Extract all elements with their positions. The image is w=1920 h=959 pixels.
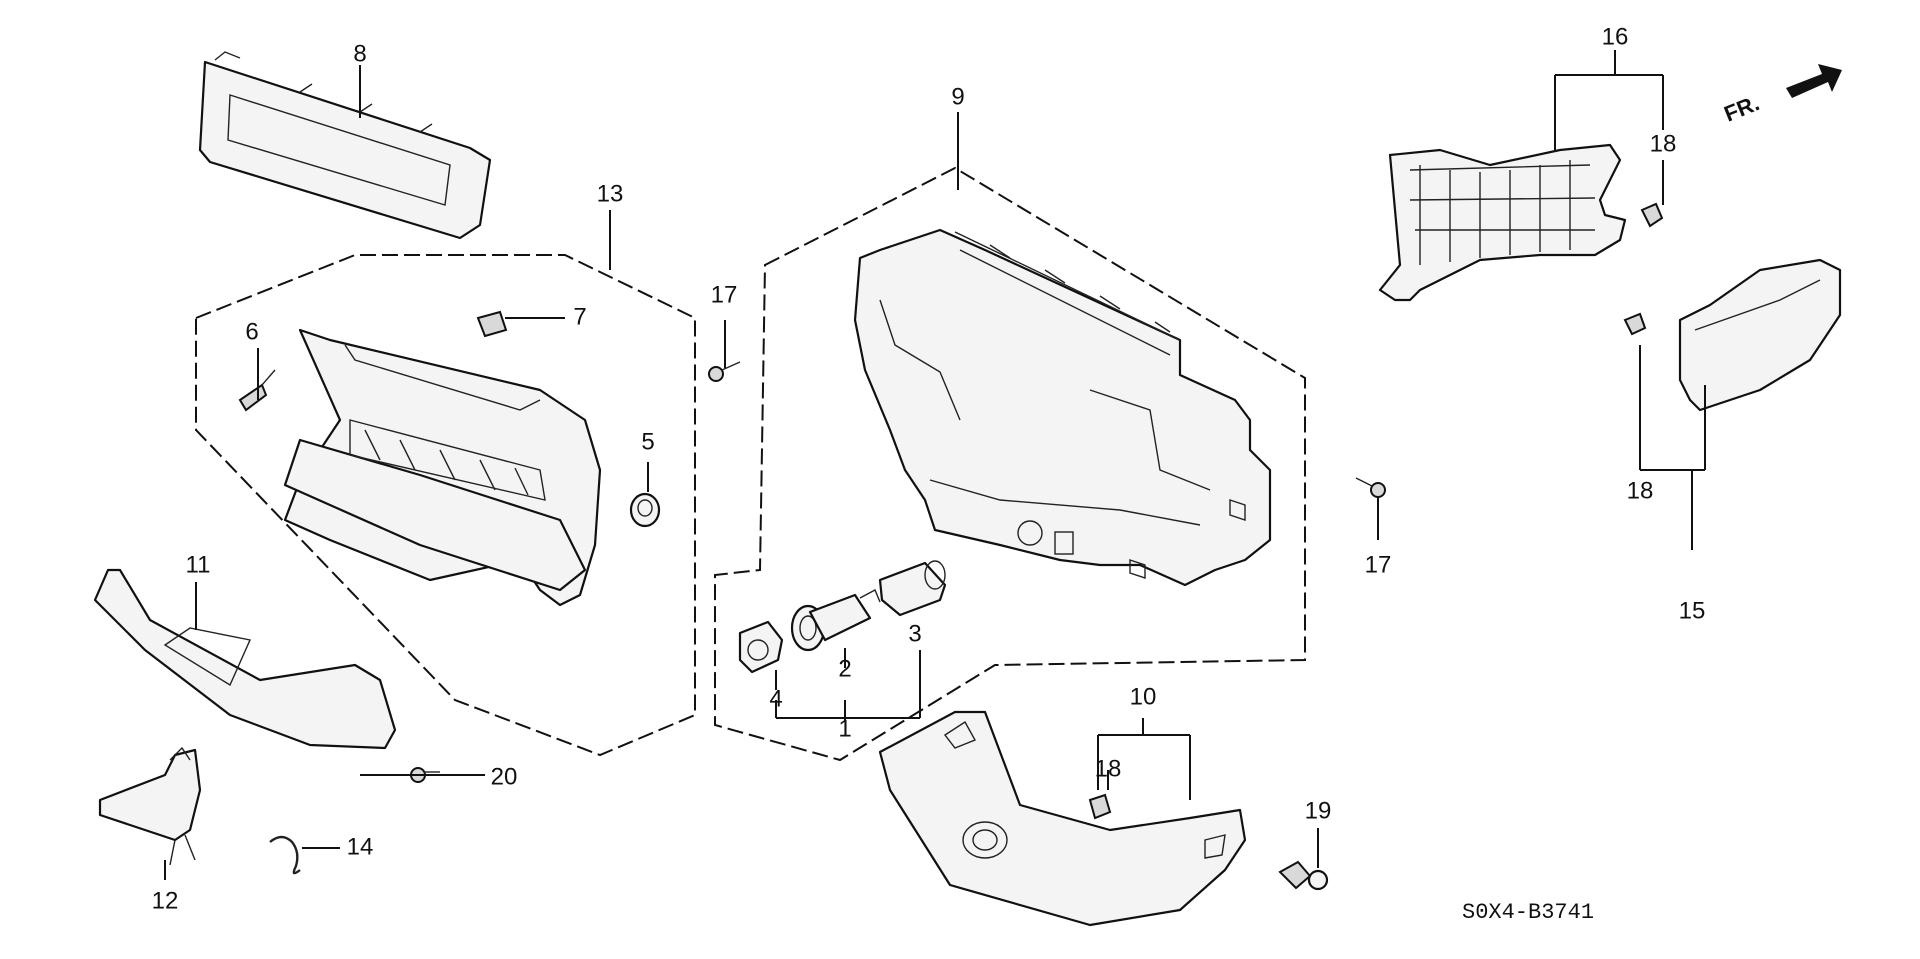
group-9-boundary xyxy=(714,166,1306,762)
callout-6: 6 xyxy=(245,318,258,345)
part-7-clip xyxy=(476,310,508,338)
callout-17a: 17 xyxy=(711,281,738,308)
callout-labels: 8 13 9 7 6 5 17 17 11 12 20 14 4 2 3 1 1… xyxy=(152,23,1706,914)
front-label: FR. xyxy=(1721,90,1763,126)
part-19-grommet xyxy=(1278,860,1329,891)
callout-1: 1 xyxy=(838,715,851,742)
part-14-spring xyxy=(269,835,301,875)
callout-13: 13 xyxy=(597,180,624,207)
part-4-lighter-knob xyxy=(738,620,784,674)
part-18a-clip xyxy=(1640,202,1664,228)
callout-20: 20 xyxy=(491,763,518,790)
group-13-boundary xyxy=(195,254,696,757)
callout-7: 7 xyxy=(573,303,586,330)
part-6-screw xyxy=(238,369,276,412)
part-2-socket-body xyxy=(808,589,881,642)
callout-8: 8 xyxy=(353,40,366,67)
callout-14: 14 xyxy=(347,833,374,860)
callout-19: 19 xyxy=(1305,797,1332,824)
part-10-lower-panel xyxy=(878,710,1247,927)
drawing-code: S0X4-B3741 xyxy=(1462,900,1594,925)
callout-3: 3 xyxy=(908,620,921,647)
part-8-bezel xyxy=(198,51,492,240)
callout-18c: 18 xyxy=(1095,755,1122,782)
part-5-nut xyxy=(629,492,661,528)
part-12-latch xyxy=(98,746,202,866)
callout-2: 2 xyxy=(838,655,851,682)
part-17b-screw xyxy=(1355,477,1386,498)
callout-18a: 18 xyxy=(1650,130,1677,157)
callout-11: 11 xyxy=(186,551,211,578)
part-3-housing xyxy=(878,560,947,617)
callout-16: 16 xyxy=(1602,23,1629,50)
callout-12: 12 xyxy=(152,887,179,914)
part-17a-screw xyxy=(708,361,741,382)
callout-9: 9 xyxy=(951,83,964,110)
part-15-end-panel xyxy=(1678,258,1842,412)
part-11-tray xyxy=(93,568,397,750)
callout-15: 15 xyxy=(1679,597,1706,624)
front-direction-indicator: FR. xyxy=(1721,64,1842,127)
part-18b-clip xyxy=(1623,312,1647,336)
part-18c-clip xyxy=(1088,793,1112,820)
leader-lines xyxy=(164,50,1706,880)
callout-17b: 17 xyxy=(1365,551,1392,578)
front-arrow-icon xyxy=(1786,64,1842,98)
callout-10: 10 xyxy=(1130,683,1157,710)
callout-18b: 18 xyxy=(1627,477,1654,504)
callout-5: 5 xyxy=(641,428,654,455)
part-16-side-cover xyxy=(1378,143,1627,302)
part-13-pocket xyxy=(283,328,602,607)
callout-4: 4 xyxy=(769,685,782,712)
part-9-bracket xyxy=(853,228,1272,587)
